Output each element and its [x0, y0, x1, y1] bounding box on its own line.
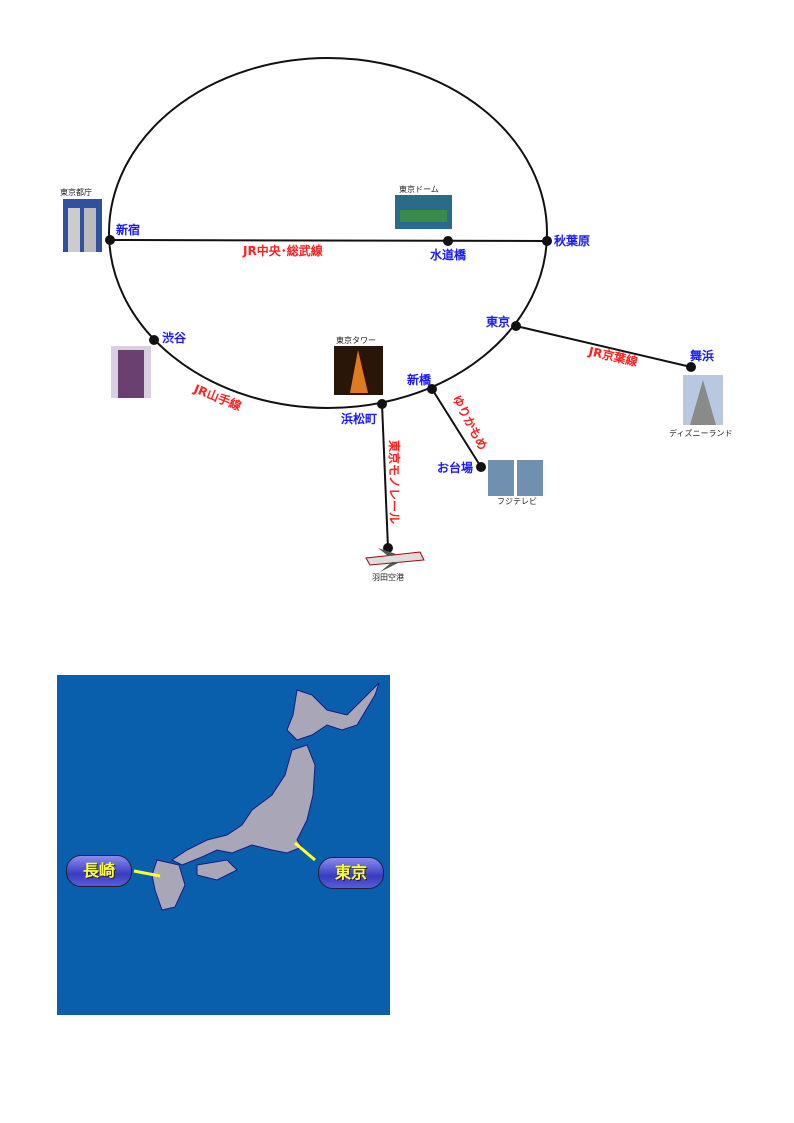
- station-hamamatsucho: 浜松町: [341, 411, 377, 426]
- line-chuo-sobu: JR中央･総武線: [242, 243, 323, 258]
- station-suidobashi: 水道橋: [430, 247, 467, 262]
- arrow-tokyo: [294, 841, 316, 862]
- monorail-line: [381, 403, 389, 549]
- station-shibuya: 渋谷: [162, 330, 187, 345]
- chuo-line: [109, 239, 548, 242]
- dome-photo: [395, 195, 452, 229]
- tower-photo: [334, 346, 383, 395]
- airplane-icon: [365, 548, 425, 572]
- arrows: [133, 841, 316, 878]
- tokyo-route-map: 新宿 水道橋 秋葉原 東京 渋谷 浜松町 新橋 舞浜 お台場 羽田空港 JR中央…: [60, 57, 732, 582]
- station-odaiba: お台場: [437, 460, 473, 475]
- line-keiyo: JR京葉線: [586, 343, 639, 369]
- yamanote-loop: [108, 57, 548, 409]
- label-tower: 東京タワー: [336, 335, 376, 345]
- line-yamanote: JR山手線: [191, 380, 244, 413]
- station-shimbashi: 新橋: [407, 372, 432, 387]
- hokkaido: [286, 682, 380, 741]
- disney-photo: [683, 375, 723, 425]
- arrow-nagasaki: [133, 869, 161, 878]
- label-dome: 東京ドーム: [399, 184, 439, 194]
- honshu: [171, 744, 316, 866]
- station-shinjuku: 新宿: [116, 222, 140, 237]
- tokyo-button[interactable]: 東京: [318, 857, 384, 889]
- yurikamome-line: [431, 388, 482, 468]
- fujitv-photo: [488, 460, 543, 496]
- station-maihama: 舞浜: [689, 348, 714, 363]
- shikoku: [196, 859, 238, 881]
- station-dots: [105, 235, 696, 553]
- line-yurikamome: ゆりかもめ: [449, 393, 490, 453]
- label-tocho: 東京都庁: [60, 187, 92, 197]
- japan-map: 長崎 東京: [57, 675, 390, 1015]
- japan-islands: [151, 682, 380, 911]
- station-haneda: 羽田空港: [372, 572, 404, 582]
- line-monorail: 東京モノレール: [387, 440, 402, 524]
- label-disney: ディズニーランド: [669, 428, 732, 438]
- nagasaki-button[interactable]: 長崎: [66, 855, 132, 887]
- station-akihabara: 秋葉原: [554, 233, 590, 248]
- shibuya-photo: [111, 346, 151, 398]
- keiyo-line: [515, 325, 692, 368]
- label-fujitv: フジテレビ: [497, 497, 537, 506]
- tocho-photo: [63, 199, 102, 252]
- station-tokyo: 東京: [486, 314, 510, 329]
- kyushu: [151, 859, 186, 911]
